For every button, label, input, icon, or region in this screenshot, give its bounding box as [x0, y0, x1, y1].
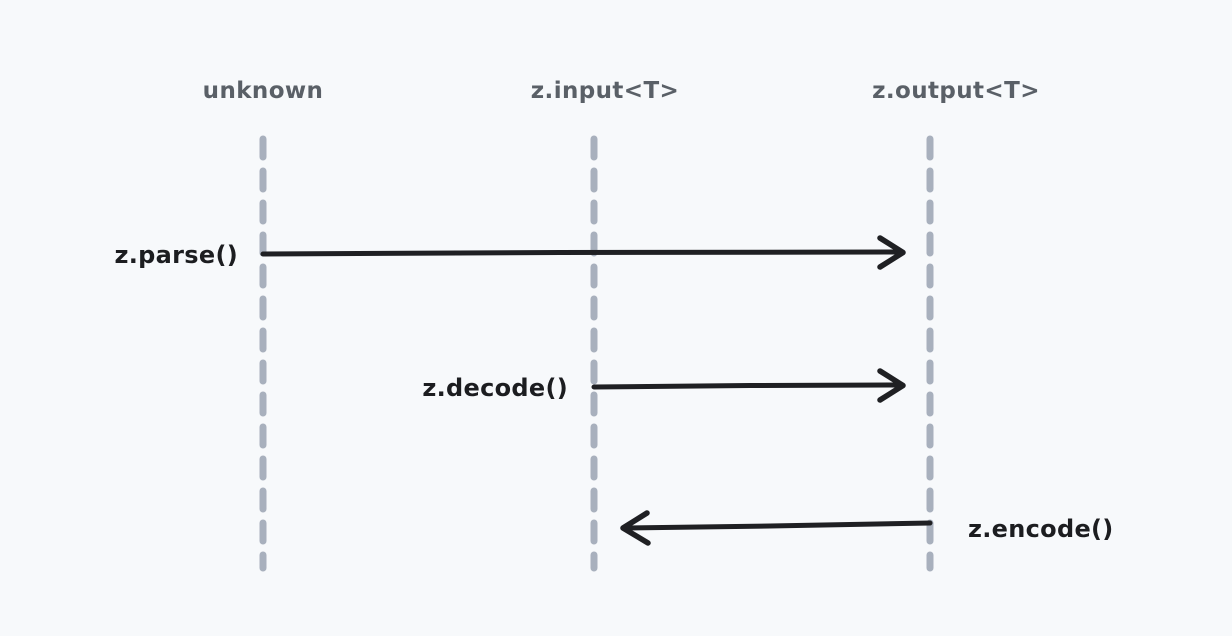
participants-group: unknown z.input<T> z.output<T> [203, 78, 1040, 104]
message-encode-arrowhead [620, 510, 651, 546]
message-parse-arrowhead [877, 235, 906, 270]
participant-label-unknown: unknown [203, 78, 324, 104]
message-decode-arrowhead [877, 368, 906, 403]
participant-label-z-output: z.output<T> [872, 78, 1040, 104]
message-encode-line [622, 520, 933, 531]
message-decode-line [591, 382, 904, 390]
lifelines-group [259, 135, 934, 572]
message-decode: z.decode() [422, 368, 906, 403]
message-encode: z.encode() [620, 510, 1114, 546]
message-encode-label: z.encode() [968, 515, 1114, 543]
message-parse-label: z.parse() [115, 241, 239, 269]
participant-label-z-input: z.input<T> [531, 78, 679, 104]
message-decode-label: z.decode() [422, 374, 568, 402]
message-parse: z.parse() [115, 235, 906, 270]
message-parse-line [260, 249, 904, 257]
